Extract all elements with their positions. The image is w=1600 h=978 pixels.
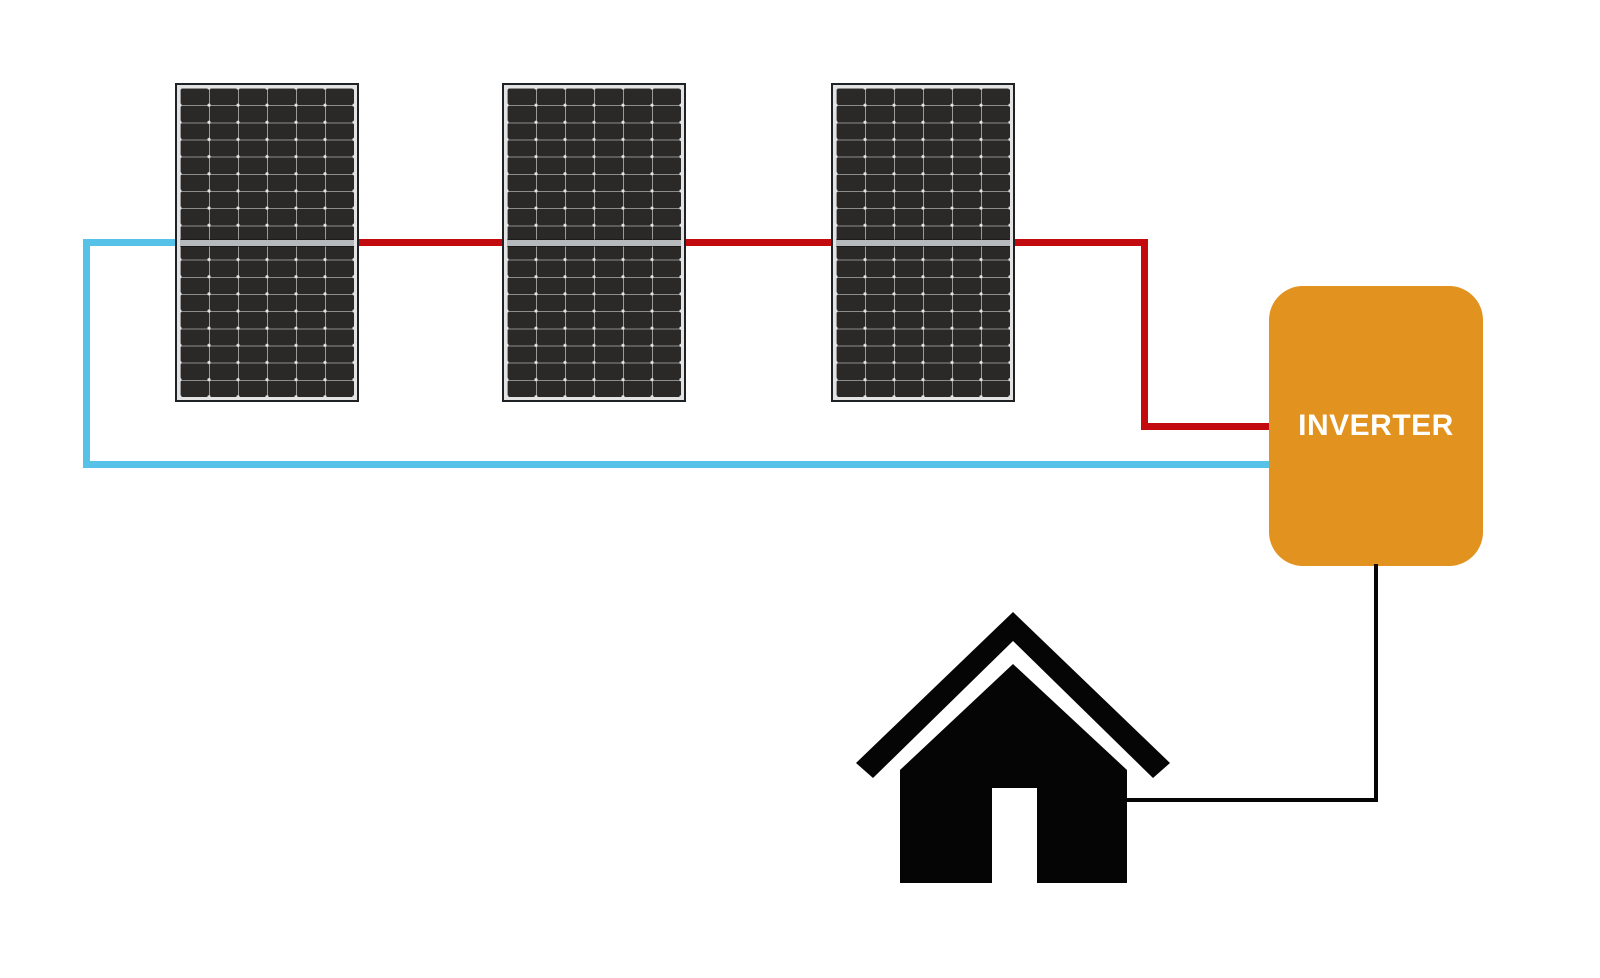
inverter-label: INVERTER — [1298, 409, 1454, 442]
solar-panel-2-cells — [507, 88, 681, 397]
black-wire-to-house — [1127, 798, 1378, 802]
house-door — [992, 788, 1037, 883]
solar-panel-1 — [175, 83, 359, 402]
red-wire-panel3-horizontal — [1015, 239, 1148, 246]
solar-panel-3 — [831, 83, 1015, 402]
solar-panel-1-cells — [180, 88, 354, 397]
blue-wire-panel1-stub — [83, 239, 175, 246]
solar-panel-2 — [502, 83, 686, 402]
red-wire-panel2-panel3 — [686, 239, 831, 246]
red-wire-inverter-inlet — [1141, 423, 1269, 430]
house-roof — [856, 612, 1170, 778]
blue-wire-return-to-inverter — [83, 461, 1269, 468]
house-body — [900, 664, 1127, 883]
solar-panel-1-junction-band — [180, 239, 354, 246]
solar-panel-3-cells — [836, 88, 1010, 397]
red-wire-panel1-panel2 — [359, 239, 502, 246]
solar-panel-3-junction-band — [836, 239, 1010, 246]
black-wire-inverter-vertical — [1374, 564, 1378, 802]
red-wire-vertical-drop — [1141, 239, 1148, 430]
inverter-box: INVERTER — [1269, 286, 1483, 566]
solar-panel-2-junction-band — [507, 239, 681, 246]
house-icon — [856, 612, 1170, 883]
blue-wire-vertical-drop — [83, 239, 90, 468]
